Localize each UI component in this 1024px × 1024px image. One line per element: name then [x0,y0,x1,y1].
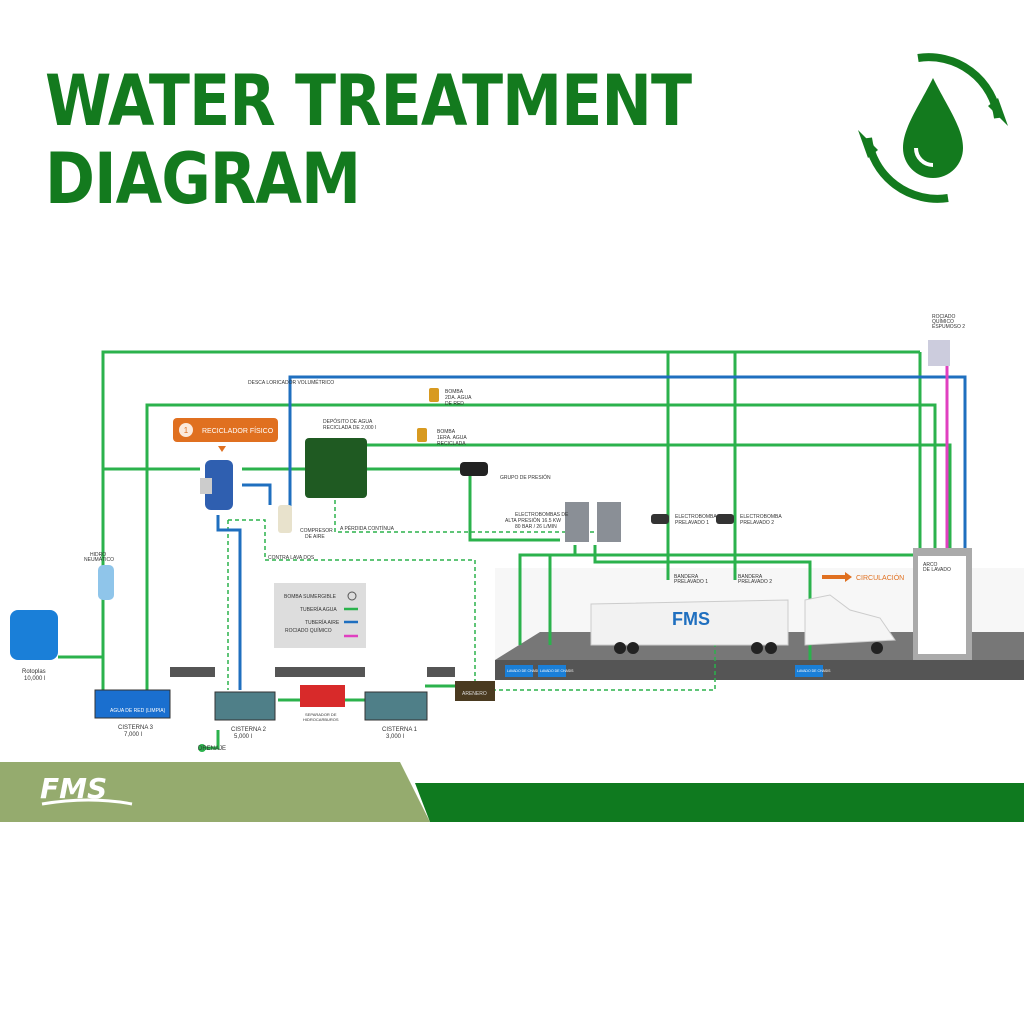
pump-recycled-water [417,428,427,442]
label-lavado-chasis-1: LAVADO DE CHASIS [507,669,541,673]
label-lavado-chasis-2: LAVADO DE CHASIS [540,669,574,673]
high-pressure-pump-1 [565,502,589,542]
legend-label-chemical: ROCIADO QUÍMICO [285,627,332,634]
label-compresor-2: DE AIRE [305,534,325,540]
label-rociado: ROCIADO [932,314,955,320]
water-treatment-diagram: 1 RECICLADOR FÍSICO DESCA LORICADOR VOLU… [10,314,1024,752]
label-rociado-2: QUÍMICO [932,318,954,325]
cisterna-2 [214,691,276,721]
chassis-wash-2 [538,665,566,677]
label-circulacion: CIRCULACIÓN [856,573,904,582]
prewash-pump-1 [651,514,669,524]
label-dosificador: DESCA LORICADOR VOLUMÉTRICO [248,379,334,386]
recycled-water-tank [305,438,367,498]
prewash-pump-2 [716,514,734,524]
label-arenero: ARENERO [462,691,487,697]
water-pipes [58,350,952,750]
high-pressure-pump-2 [597,502,621,542]
label-bomba-red-3: DE RED [445,401,464,407]
water-drop-recycle-icon [858,53,1008,203]
title-line-2: DIAGRAM [45,138,361,220]
legend-box [274,583,366,648]
legend-label-water: TUBERÍA AGUA [300,606,337,613]
label-separador-2: HIDROCARBUROS [303,717,339,722]
label-cisterna1-cap: 3,000 l [386,734,404,740]
pressure-group-pump [460,462,488,476]
chassis-wash-1 [505,665,533,677]
callout-arrow [218,446,226,452]
label-bandera2-2: PRELAVADO 2 [738,579,772,585]
hydrocarbon-separator [300,685,345,707]
truck-logo: FMS [672,609,710,629]
submersible-pump-icon [347,591,357,601]
label-arco-2: DE LAVADO [923,567,951,573]
label-cisterna1: CISTERNA 1 [382,727,418,733]
truck-cab [804,594,896,646]
label-prelavado1: ELECTROBOMBA [675,514,717,520]
truck-wheels [614,642,883,654]
air-compressor [278,505,292,533]
label-rotoplas: Rotoplas [22,669,46,675]
label-rociado-3: ESPUMOSO 2 [932,324,965,330]
label-cisterna2-cap: 5,000 l [234,734,252,740]
label-hidro: HIDRO [90,552,106,558]
footer-band: FMS [0,762,1024,822]
label-electrobombas-3: 80 BAR / 26 L/MIN [515,524,557,530]
label-bomba-red: BOMBA [445,389,464,395]
label-bandera1-2: PRELAVADO 1 [674,579,708,585]
chemical-foam-sprayer [928,340,950,366]
callout-reciclador [173,418,278,442]
label-prelavado2: ELECTROBOMBA [740,514,782,520]
drain-point [198,744,206,752]
label-electrobombas-2: ALTA PRESIÓN 16.5 KW [505,517,561,524]
label-deposito-cap: RECICLADA DE 2,000 l [323,425,376,431]
label-compresor: COMPRESOR [300,528,333,534]
label-electrobombas: ELECTROBOMBAS DE [515,512,569,518]
label-bomba-red-2: 2DA. AGUA [445,395,472,401]
label-bandera2: BANDERA [738,574,763,580]
label-agua-red: AGUA DE RED (LIMPIA) [110,708,166,714]
label-cisterna2: CISTERNA 2 [231,727,267,733]
cisterna-3 [94,689,171,719]
label-cisterna3-cap: 7,000 l [124,732,142,738]
label-rotoplas-cap: 10,000 l [24,676,45,682]
label-bomba-rec-3: RECICLADA [437,441,466,447]
label-cisterna3: CISTERNA 3 [118,725,154,731]
label-deposito: DEPÓSITO DE AGUA [323,418,373,425]
label-drenaje: DRENAJE [198,746,226,752]
label-prelavado2-2: PRELAVADO 2 [740,520,774,526]
label-separador: SEPARADOR DE [305,712,337,717]
label-lavado-chasis-3: LAVADO DE CHASIS [797,669,831,673]
callout-label: RECICLADOR FÍSICO [202,426,274,435]
title-line-1: WATER TREATMENT [45,60,692,142]
air-pipes [216,375,967,690]
circulation-arrow [822,572,852,582]
callout-number: 1 [184,426,189,435]
page-title: WATER TREATMENT DIAGRAM [45,60,692,220]
label-bomba-rec-2: 1ERA. AGUA [437,435,467,441]
truck-trailer [590,599,789,646]
label-grupo-presion: GRUPO DE PRESIÓN [500,474,551,481]
cisterna-1 [364,691,428,721]
rotoplas-tank [10,610,58,660]
pump-red-water [429,388,439,402]
label-bandera1: BANDERA [674,574,699,580]
label-hidro-2: NEUMÁTICO [84,556,114,563]
wash-bay-floor-edge [495,660,1024,680]
chassis-wash-3 [795,665,823,677]
recycled-water-pipes [227,500,716,691]
label-bomba-rec: BOMBA [437,429,456,435]
label-prelavado1-2: PRELAVADO 1 [675,520,709,526]
legend-label-pump: BOMBA SUMERGIBLE [284,594,337,600]
label-arco: ARCO [923,562,938,568]
hydropneumatic-tank [98,565,114,600]
label-contra-lavados: CONTRA LAVA DOS [268,555,315,561]
arenero [455,681,495,701]
label-perdida: A PÉRDIDA CONTÍNUA [340,525,395,532]
legend-label-air: TUBERÍA AIRE [305,619,340,626]
physical-recycler [205,460,233,510]
